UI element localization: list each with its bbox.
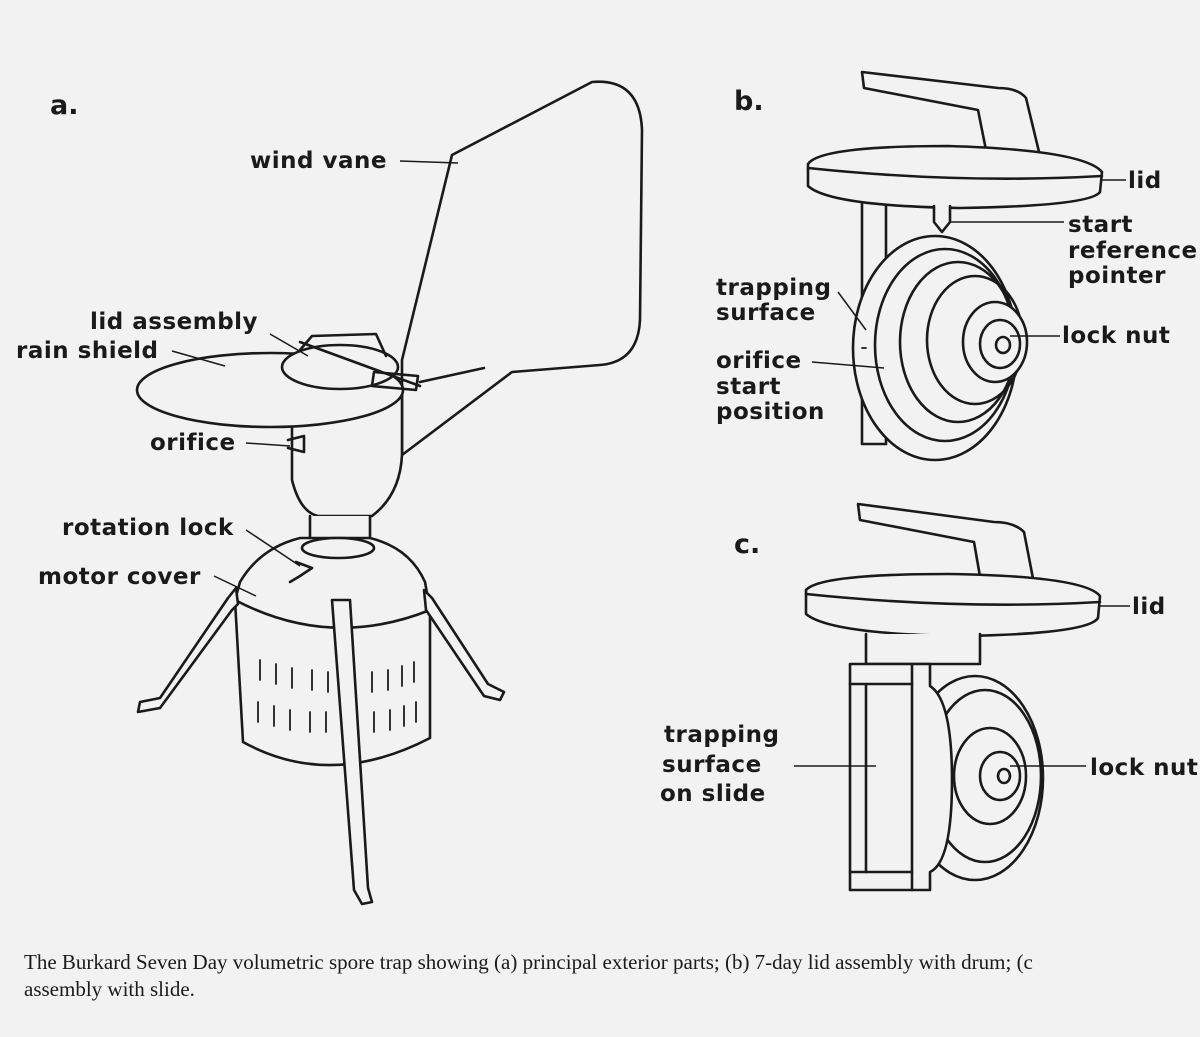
lid-label-c: lid: [1132, 594, 1166, 620]
rotation-lock-label: rotation lock: [62, 515, 234, 541]
lock-nut-label-b: lock nut: [1062, 323, 1170, 349]
motor-vent-slots: [257, 659, 417, 733]
orifice-slot: [286, 434, 306, 454]
leg-front: [330, 598, 374, 906]
panel-a-leaders: [171, 160, 459, 597]
lid-assembly-disc: [280, 343, 400, 391]
orifice-start-position-label-1: orifice: [716, 348, 802, 374]
lid-handle-b: [860, 70, 1042, 158]
figure-caption: The Burkard Seven Day volumetric spore t…: [24, 949, 1200, 1003]
trapping-surface-label-2: surface: [716, 300, 816, 326]
motor-cover-label: motor cover: [38, 564, 201, 590]
slide-holder: [848, 662, 954, 892]
orifice-start-position-label-2: start: [716, 374, 781, 400]
lid-handle-c: [856, 502, 1038, 596]
start-reference-pointer-label-1: start: [1068, 212, 1133, 238]
panel-a-label: a.: [50, 90, 78, 121]
panel-c-illustration: [804, 502, 1102, 892]
panel-a-illustration: [135, 80, 644, 906]
rain-shield-label: rain shield: [16, 338, 159, 364]
trapping-surface-on-slide-label-3: on slide: [660, 781, 766, 807]
panel-c-leaders: [794, 605, 1130, 767]
trapping-surface-on-slide-label-1: trapping: [664, 722, 780, 748]
trapping-surface-on-slide-label-2: surface: [662, 752, 762, 778]
motor-cover-top: [233, 536, 432, 630]
leg-right: [422, 588, 506, 702]
lid-label-b: lid: [1128, 168, 1162, 194]
panel-b-illustration: [806, 70, 1104, 462]
orifice-start-position-label-3: position: [716, 399, 825, 425]
start-reference-pointer: [932, 204, 952, 234]
trapping-surface-label-1: trapping: [716, 275, 832, 301]
motor-cover-body: [233, 598, 432, 767]
wind-vane-label: wind vane: [250, 148, 387, 174]
panel-b-label: b.: [734, 86, 764, 117]
leg-left: [136, 586, 240, 714]
caption-line-2: assembly with slide.: [24, 977, 195, 1001]
start-reference-pointer-label-2: reference: [1068, 238, 1198, 264]
wind-vane-shape: [400, 80, 644, 457]
lock-nut-label-c: lock nut: [1090, 755, 1198, 781]
panel-c-label: c.: [734, 529, 760, 560]
lid-assembly-label: lid assembly: [90, 309, 258, 335]
panel-b-leaders: [811, 179, 1126, 369]
orifice-label: orifice: [150, 430, 236, 456]
caption-line-1: The Burkard Seven Day volumetric spore t…: [24, 950, 1033, 974]
start-reference-pointer-label-3: pointer: [1068, 263, 1166, 289]
rotation-lock-lever: [288, 560, 314, 584]
